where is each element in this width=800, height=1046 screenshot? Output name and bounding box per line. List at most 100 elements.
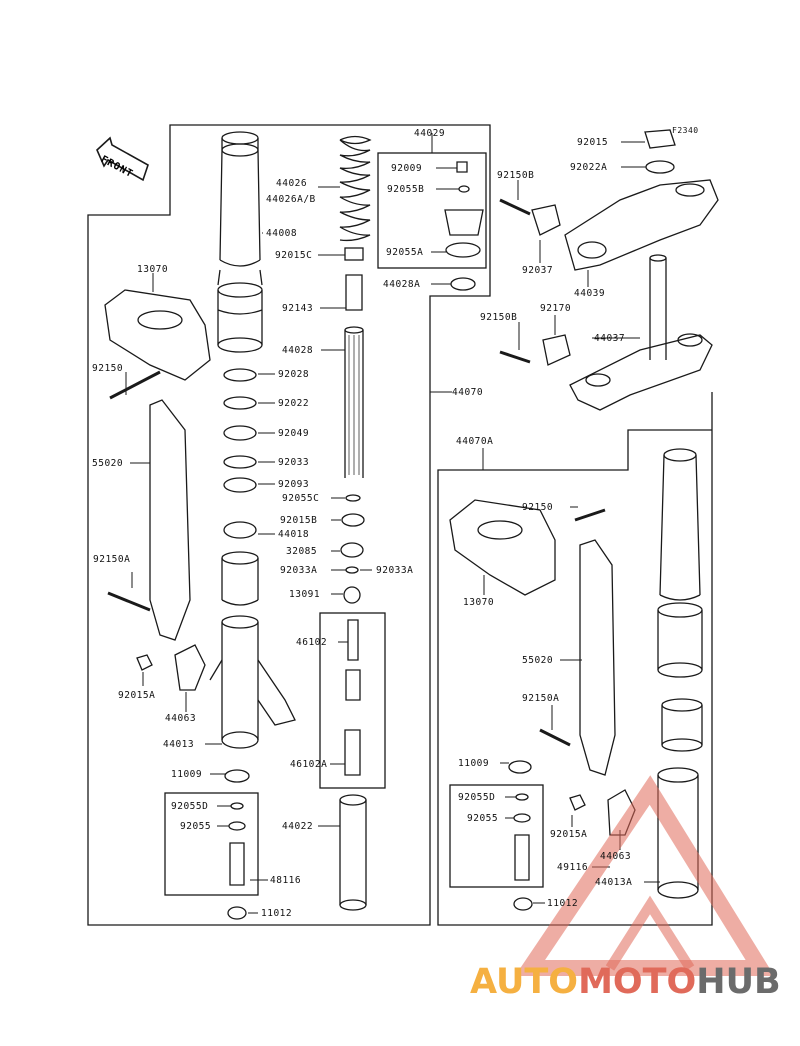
part-label-92015c: 92015C xyxy=(275,250,313,261)
part-label-44063: 44063 xyxy=(165,713,197,724)
part-label-92093: 92093 xyxy=(278,479,310,490)
part-label-44070: 44070 xyxy=(452,387,484,398)
part-label-92015: 92015 xyxy=(577,137,609,148)
part-label-92009: 92009 xyxy=(391,163,423,174)
figure-code: F2340 xyxy=(672,126,699,135)
part-label-44070a: 44070A xyxy=(456,436,494,447)
part-label-92150-right: 92150 xyxy=(522,502,554,513)
seal-11009-icon xyxy=(224,769,250,783)
part-label-92015a: 92015A xyxy=(118,690,156,701)
part-label-44063-right: 44063 xyxy=(600,851,632,862)
needle-48116-icon xyxy=(229,842,245,886)
part-label-44026: 44026 xyxy=(276,178,308,189)
seal-92093-icon xyxy=(223,477,257,493)
washer-92022-icon xyxy=(223,396,257,410)
part-label-92055: 92055 xyxy=(180,821,212,832)
part-label-44008: 44008 xyxy=(266,228,298,239)
valve-46102-icon xyxy=(345,619,361,701)
needle-49116-right-icon xyxy=(514,834,530,881)
part-label-44037: 44037 xyxy=(594,333,626,344)
fork-group-a-outline xyxy=(437,392,713,926)
bolt-11012-icon xyxy=(227,906,247,920)
part-label-44026ab: 44026A/B xyxy=(266,194,316,205)
fork-group-outline xyxy=(87,124,491,926)
fork-spring-icon xyxy=(339,135,372,242)
seal-11009-right-icon xyxy=(508,760,532,774)
part-label-44013a: 44013A xyxy=(595,877,633,888)
axle-clamp-icon xyxy=(174,644,206,691)
part-label-92055b: 92055B xyxy=(387,184,425,195)
upper-bracket-icon xyxy=(564,179,719,271)
needle-box-left xyxy=(164,792,259,896)
part-label-46102: 46102 xyxy=(296,637,328,648)
part-label-92055-right: 92055 xyxy=(467,813,499,824)
part-label-92037: 92037 xyxy=(522,265,554,276)
part-label-11012-right: 11012 xyxy=(547,898,579,909)
part-label-92022a: 92022A xyxy=(570,162,608,173)
fork-guard-icon xyxy=(149,399,191,641)
watermark-part-3: HUB xyxy=(696,962,781,1002)
clip-92037-icon xyxy=(531,204,561,236)
nut-92015-icon xyxy=(644,129,676,149)
valve-box xyxy=(319,612,386,789)
part-label-13070: 13070 xyxy=(137,264,169,275)
bolt-92150-icon xyxy=(109,370,161,400)
fork-guard-right-icon xyxy=(579,539,616,776)
washer-92022a-icon xyxy=(645,160,675,174)
part-label-49116-right: 49116 xyxy=(557,862,589,873)
steering-stem-icon xyxy=(569,254,713,411)
bracket-hole-icon xyxy=(675,183,705,197)
part-label-48116: 48116 xyxy=(270,875,302,886)
part-label-44018: 44018 xyxy=(278,529,310,540)
part-label-92150b: 92150B xyxy=(497,170,535,181)
clip-92170-icon xyxy=(542,334,571,366)
valve-46102a-icon xyxy=(344,729,361,776)
part-label-32085: 32085 xyxy=(286,546,318,557)
oring-92055d-icon xyxy=(230,802,244,810)
part-label-13091: 13091 xyxy=(289,589,321,600)
handlebar-clamp-icon xyxy=(104,289,211,381)
part-label-11009-right: 11009 xyxy=(458,758,490,769)
front-arrow-icon xyxy=(96,136,149,182)
part-label-92033a-right: 92033A xyxy=(376,565,414,576)
oring-92055-icon xyxy=(228,821,246,831)
spacer-92143-icon xyxy=(345,274,363,311)
part-label-44022: 44022 xyxy=(282,821,314,832)
oring-92055b-icon xyxy=(458,185,470,193)
part-label-92170: 92170 xyxy=(540,303,572,314)
part-label-92150a: 92150A xyxy=(93,554,131,565)
part-label-55020-right: 55020 xyxy=(522,655,554,666)
part-label-92055c: 92055C xyxy=(282,493,320,504)
part-label-44028: 44028 xyxy=(282,345,314,356)
part-label-55020: 55020 xyxy=(92,458,124,469)
part-label-92150b-2: 92150B xyxy=(480,312,518,323)
outer-tube-right-icon xyxy=(657,448,703,752)
part-label-92033: 92033 xyxy=(278,457,310,468)
bolt-92150a-icon xyxy=(107,591,151,612)
bolt-11012-right-icon xyxy=(513,897,533,911)
bracket-hole-icon xyxy=(577,241,607,259)
bolt-92150-right-icon xyxy=(574,508,606,522)
clamp-hole-icon xyxy=(137,310,183,330)
oring-92055a-icon xyxy=(445,242,481,258)
part-label-92049: 92049 xyxy=(278,428,310,439)
collar-92015c-icon xyxy=(344,247,364,261)
cylinder-44022-icon xyxy=(339,794,367,911)
clamp-hole-right-icon xyxy=(477,520,523,540)
oring-92055-right-icon xyxy=(513,813,531,823)
nut-92015a-icon xyxy=(136,654,153,671)
part-label-92150: 92150 xyxy=(92,363,124,374)
watermark-text: AUTOMOTOHUB xyxy=(470,962,781,1002)
part-label-44039: 44039 xyxy=(574,288,606,299)
part-label-92150a-right: 92150A xyxy=(522,693,560,704)
part-label-92055a: 92055A xyxy=(386,247,424,258)
part-label-92033a-left: 92033A xyxy=(280,565,318,576)
part-label-92015b: 92015B xyxy=(280,515,318,526)
screw-92009-icon xyxy=(456,161,468,173)
part-label-44028a: 44028A xyxy=(383,279,421,290)
bolt-92150b-icon xyxy=(499,198,531,216)
bushing-44018-icon xyxy=(223,521,257,539)
part-label-44029: 44029 xyxy=(414,128,446,139)
damper-rod-icon xyxy=(344,326,364,478)
